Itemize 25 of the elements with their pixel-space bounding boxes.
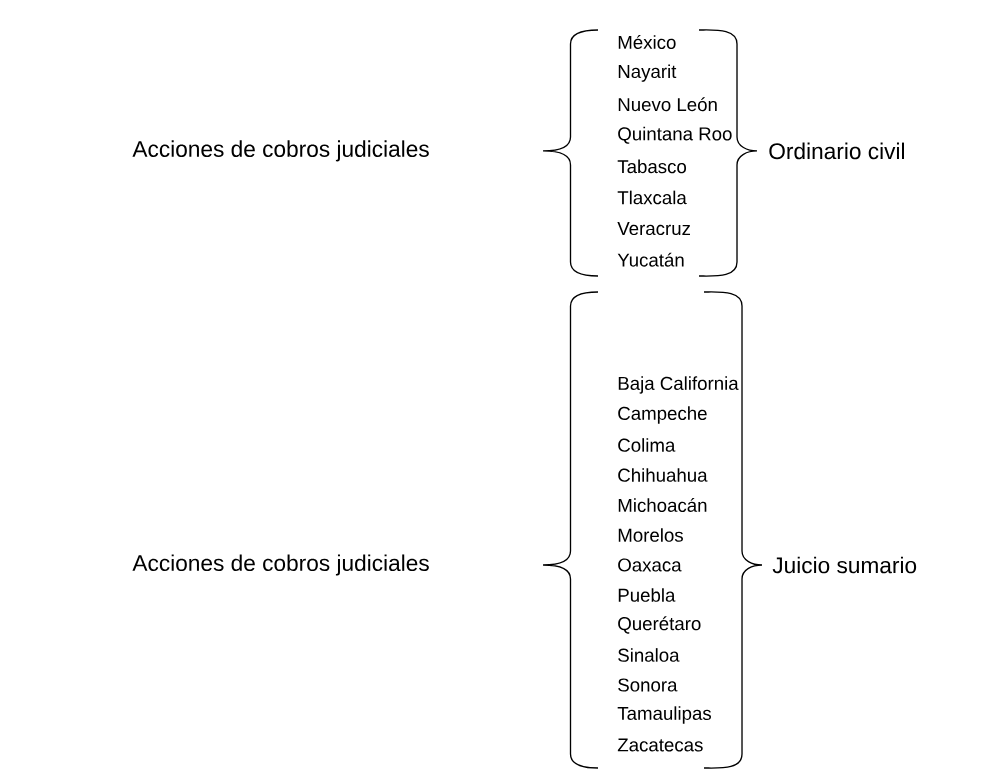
list-item: Chihuahua xyxy=(618,468,708,482)
list-item: Nayarit xyxy=(618,64,677,82)
list-item: Campeche xyxy=(618,406,707,424)
list-item: Morelos xyxy=(618,528,683,542)
list-item: Oaxaca xyxy=(618,558,682,572)
list-item: Baja California xyxy=(618,376,739,394)
list-item: Tlaxcala xyxy=(617,190,687,205)
category-label: Acciones de cobros judiciales xyxy=(132,140,429,162)
list-item: Sinaloa xyxy=(618,648,680,662)
list-item: Zacatecas xyxy=(617,738,703,752)
list-item: Puebla xyxy=(618,588,676,602)
list-item: México xyxy=(618,35,676,49)
list-item: Tamaulipas xyxy=(617,706,711,724)
list-item: Querétaro xyxy=(618,616,701,634)
list-item: Yucatán xyxy=(617,252,684,267)
category-label: Ordinario civil xyxy=(769,142,904,160)
list-item: Michoacán xyxy=(618,498,707,512)
list-item: Nuevo León xyxy=(618,97,717,112)
category-label: Juicio sumario xyxy=(772,556,917,574)
category-label: Acciones de cobros judiciales xyxy=(132,554,429,576)
list-item: Veracruz xyxy=(617,222,690,236)
list-item: Quintana Roo xyxy=(618,126,732,144)
list-item: Tabasco xyxy=(617,159,687,174)
list-item: Sonora xyxy=(618,678,678,692)
list-item: Colima xyxy=(618,438,676,452)
